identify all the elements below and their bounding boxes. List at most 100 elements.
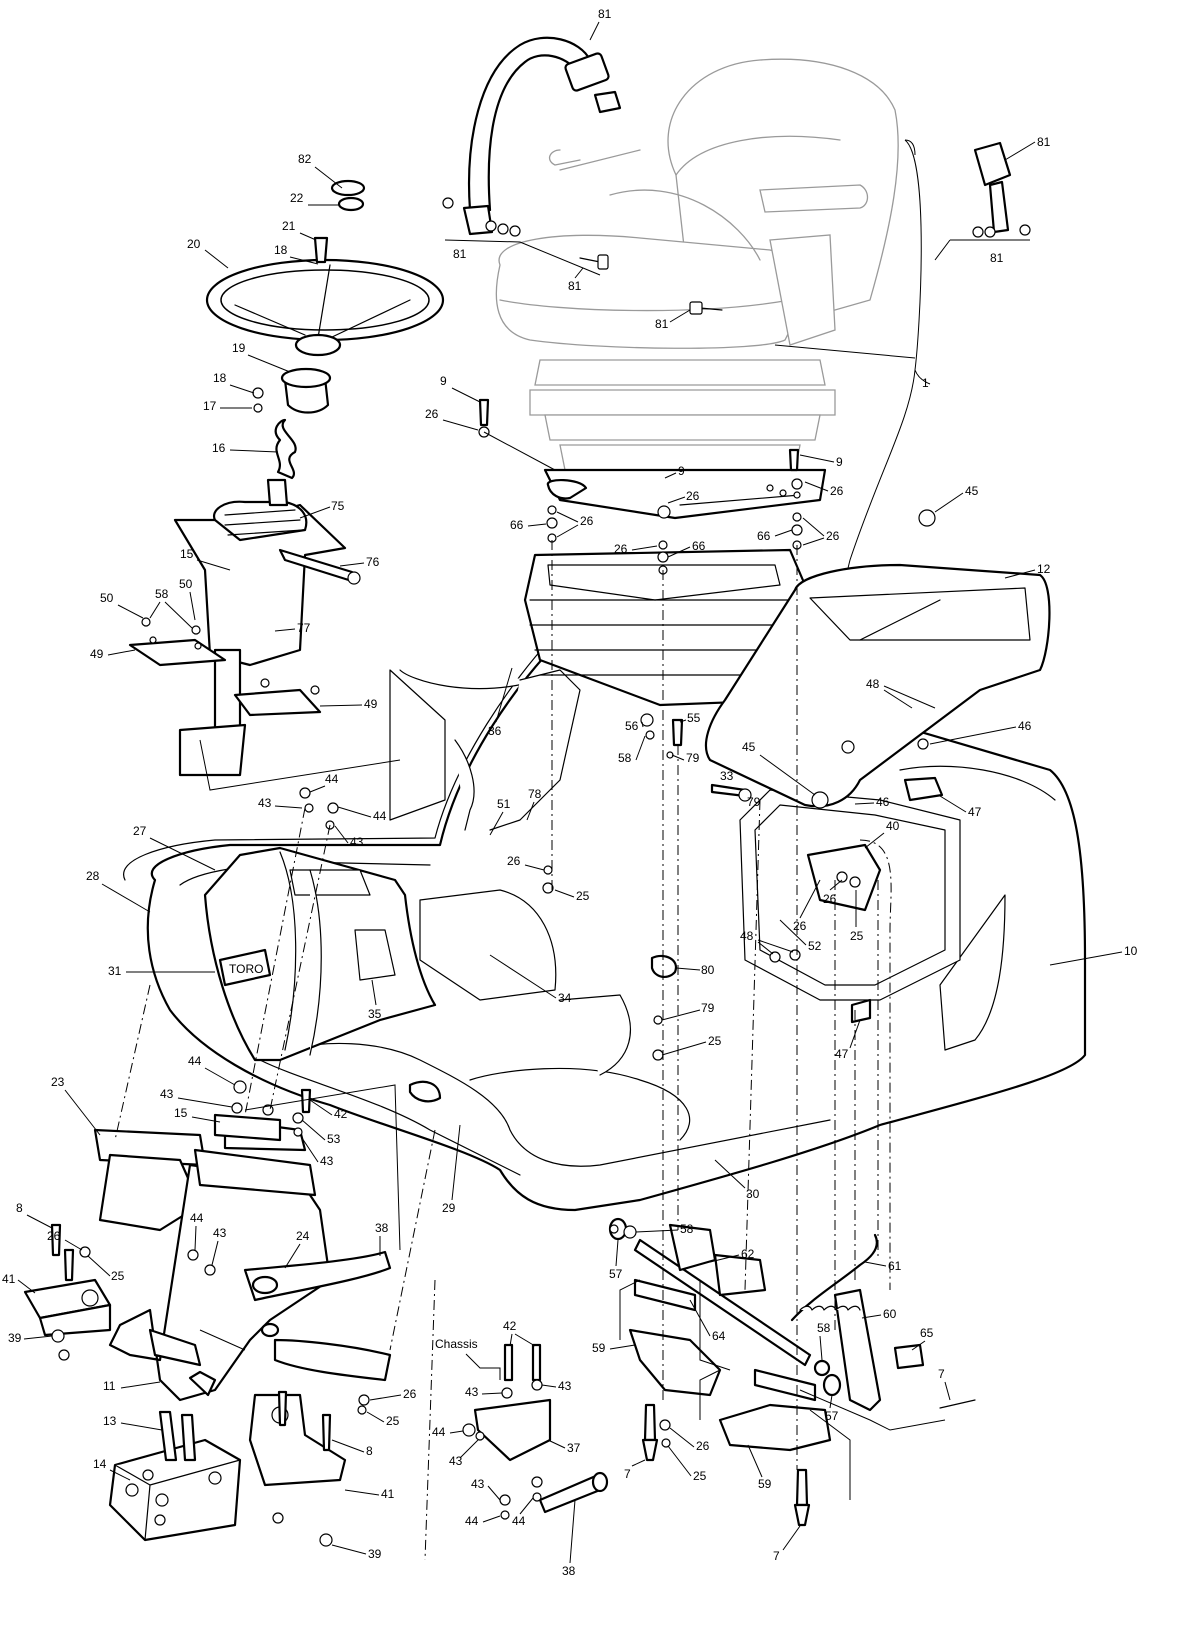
callout-46: 46 <box>1018 719 1032 733</box>
callout-25: 25 <box>693 1469 707 1483</box>
callout-11: 11 <box>103 1379 116 1393</box>
callout-62: 62 <box>741 1247 755 1261</box>
callout-64: 59 <box>592 1341 606 1355</box>
callout-26: 26 <box>823 892 837 906</box>
callout-36: 36 <box>488 724 502 738</box>
callout-16: 16 <box>212 441 226 455</box>
callout-26: 26 <box>826 529 840 543</box>
callout-44: 44 <box>432 1425 446 1439</box>
callout-30: 30 <box>746 1187 760 1201</box>
callout-76: 76 <box>366 555 380 569</box>
callout-26: 26 <box>403 1387 417 1401</box>
callout-42: 42 <box>334 1107 348 1121</box>
callout-43: 43 <box>160 1087 174 1101</box>
callout-26: 26 <box>580 514 594 528</box>
callout-79: 79 <box>701 1001 715 1015</box>
callout-75: 75 <box>331 499 345 513</box>
callout-42: 42 <box>503 1319 517 1333</box>
callout-79: 79 <box>686 751 700 765</box>
callout-28: 28 <box>86 869 100 883</box>
callout-27: 27 <box>133 824 147 838</box>
svg-text:TORO: TORO <box>229 962 263 976</box>
callout-65: 65 <box>920 1326 934 1340</box>
callout-14: 14 <box>93 1457 107 1471</box>
callout-51: 51 <box>497 797 511 811</box>
callout-26: 26 <box>47 1229 61 1243</box>
callout-18: 18 <box>274 243 288 257</box>
callout-81: 81 <box>1037 135 1051 149</box>
callout-8: 8 <box>16 1201 23 1215</box>
callout-7: 7 <box>624 1467 631 1481</box>
callout-56: 56 <box>625 719 639 733</box>
callout-22: 22 <box>290 191 304 205</box>
callout-26: 26 <box>696 1439 710 1453</box>
callout-64: 59 <box>758 1477 772 1491</box>
callout-59: 7 <box>938 1367 945 1381</box>
chassis-label: Chassis <box>435 1337 478 1351</box>
seat-bracket <box>543 468 827 520</box>
callout-31: 31 <box>108 964 122 978</box>
callout-37: 37 <box>567 1441 581 1455</box>
callout-25: 25 <box>386 1414 400 1428</box>
callout-33: 33 <box>720 769 734 783</box>
callout-43: 43 <box>258 796 272 810</box>
callout-25: 25 <box>850 929 864 943</box>
linkage-assembly <box>608 1217 976 1527</box>
seat-belt <box>442 36 1031 315</box>
callout-43: 43 <box>465 1385 479 1399</box>
callout-15: 15 <box>174 1106 188 1120</box>
seat-assembly <box>495 58 899 471</box>
callout-20: 20 <box>187 237 201 251</box>
callout-43: 43 <box>350 835 364 849</box>
callout-26: 26 <box>686 489 700 503</box>
callout-41: 41 <box>381 1487 395 1501</box>
callout-19: 19 <box>232 341 246 355</box>
callout-15: 15 <box>180 547 194 561</box>
callout-44: 44 <box>465 1514 479 1528</box>
callout-79: 79 <box>747 795 761 809</box>
callout-24: 24 <box>296 1229 310 1243</box>
callout-43: 43 <box>320 1154 334 1168</box>
callout-43: 43 <box>471 1477 485 1491</box>
callout-44: 44 <box>512 1514 526 1528</box>
callout-58: 58 <box>817 1321 831 1335</box>
steering-wheel <box>205 179 445 480</box>
callout-66: 66 <box>692 539 706 553</box>
callout-1: 1 <box>922 376 929 390</box>
callout-47: 47 <box>835 1047 849 1061</box>
callout-39: 39 <box>8 1331 22 1345</box>
callout-52: 52 <box>808 939 822 953</box>
callout-43: 43 <box>213 1226 227 1240</box>
callout-45: 45 <box>742 740 756 754</box>
callout-44: 44 <box>373 809 387 823</box>
callout-81: 81 <box>453 247 467 261</box>
callout-77: 77 <box>297 621 311 635</box>
callout-60: 60 <box>883 1307 897 1321</box>
callout-81: 81 <box>655 317 669 331</box>
callout-43: 43 <box>558 1379 572 1393</box>
callout-21: 21 <box>282 219 296 233</box>
callout-26: 26 <box>614 542 628 556</box>
callout-81: 81 <box>568 279 582 293</box>
callout-50: 50 <box>179 577 193 591</box>
callout-81: 81 <box>990 251 1004 265</box>
side-tray <box>705 563 1051 809</box>
callout-12: 12 <box>1037 562 1051 576</box>
callout-26: 26 <box>793 919 807 933</box>
callout-63: 64 <box>712 1329 726 1343</box>
callout-55: 55 <box>687 711 701 725</box>
callout-48: 48 <box>866 677 880 691</box>
callout-9: 9 <box>678 464 685 478</box>
callout-50: 50 <box>100 591 114 605</box>
callout-53: 53 <box>327 1132 341 1146</box>
callout-26: 26 <box>425 407 439 421</box>
callout-17: 17 <box>203 399 217 413</box>
center-lines <box>114 344 946 1561</box>
callout-10: 10 <box>1124 944 1138 958</box>
callout-57: 57 <box>609 1267 623 1281</box>
callout-82: 82 <box>298 152 312 166</box>
steering-pedestal: TORO <box>203 846 437 1062</box>
callout-35: 35 <box>368 1007 382 1021</box>
callout-13: 13 <box>103 1414 117 1428</box>
